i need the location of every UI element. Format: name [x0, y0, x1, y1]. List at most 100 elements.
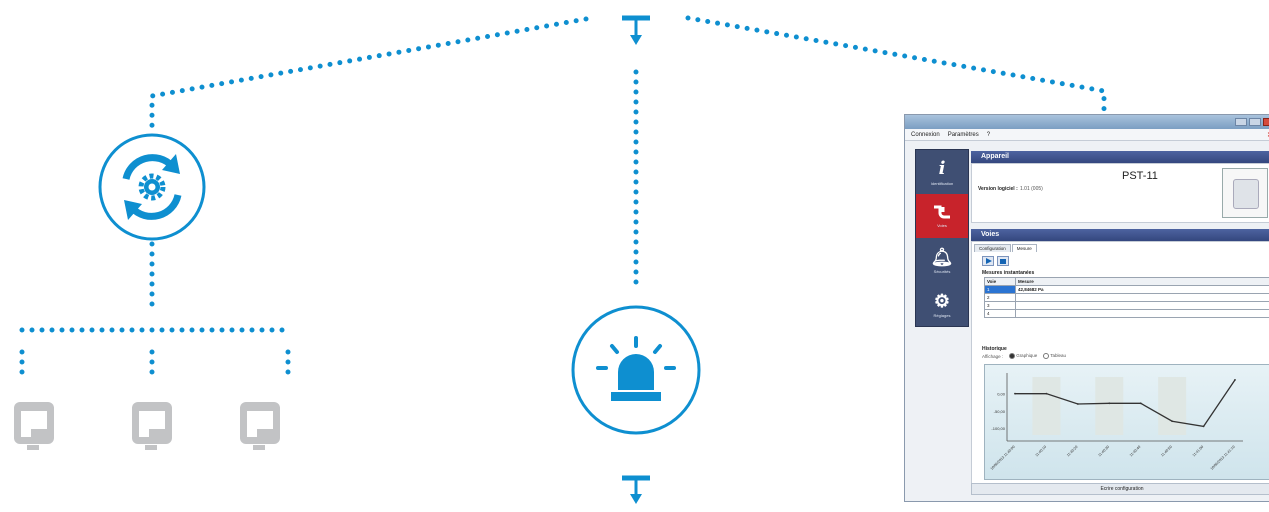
radio-tableau[interactable]: Tableau	[1043, 353, 1066, 359]
x-tick-label: 11:40:30	[1097, 445, 1110, 458]
sidebar-item-identification[interactable]: i Identification	[916, 150, 968, 194]
top-connector-icon	[622, 15, 650, 45]
history-chart: 0,00 -50,00 -100,00 10/06/2013 11:40:00 11:4…	[984, 364, 1269, 480]
x-tick-label: 11:40:10	[1035, 445, 1048, 458]
data-point	[1014, 392, 1016, 395]
menu-bar: Connexion Paramètres ? ✕	[905, 129, 1269, 141]
radio-dot	[1043, 353, 1050, 359]
version-value: 1.01 (005)	[1020, 186, 1043, 192]
sidebar-item-reglages[interactable]: ⚙ Réglages	[916, 282, 968, 326]
x-tick-label: 11:40:20	[1066, 445, 1079, 458]
cell-mesure: 42,84682 Pa	[1015, 285, 1269, 294]
menu-help[interactable]: ?	[986, 131, 991, 138]
window-close-button[interactable]	[1263, 118, 1269, 126]
x-tick-label: 11:41:00	[1192, 445, 1205, 458]
y-tick-label: 0,00	[997, 392, 1006, 397]
play-icon	[986, 258, 992, 264]
x-tick-label: 10/06/2013 11:41:10	[1210, 445, 1236, 471]
appareil-panel: PST-11 Version logiciel : 1.01 (005)	[971, 163, 1269, 223]
cell-voie: 2	[984, 293, 1016, 302]
cell-voie: 3	[984, 301, 1016, 310]
device-photo	[1222, 168, 1268, 218]
history-chart-svg: 0,00 -50,00 -100,00 10/06/2013 11:40:00 11:4…	[990, 373, 1243, 471]
display-label: Affichage :	[982, 353, 1004, 359]
x-tick-label: 11:40:50	[1160, 445, 1173, 458]
software-window: Connexion Paramètres ? ✕ i Identificatio…	[904, 114, 1269, 502]
voies-tabs: Configuration Mesure	[972, 242, 1269, 252]
menu-connexion[interactable]: Connexion	[911, 131, 940, 138]
measures-table: Voie Mesure 1 42,84682 Pa 2 3 4	[984, 277, 1269, 318]
version-label: Version logiciel :	[978, 186, 1018, 192]
bell-icon: 🔔︎	[930, 246, 954, 267]
sidebar-item-label: Sécurités	[933, 268, 951, 274]
sidebar-item-label: Voies	[937, 222, 947, 228]
radio-graphique[interactable]: Graphique	[1009, 353, 1037, 359]
write-config-button[interactable]: Ecrire configuration	[971, 483, 1269, 495]
x-tick-label: 11:40:40	[1129, 445, 1142, 458]
data-point	[1139, 402, 1142, 405]
display-mode: Affichage : Graphique Tableau	[982, 353, 1066, 359]
radio-dot	[1009, 353, 1016, 359]
table-row[interactable]: 2	[984, 293, 1269, 302]
data-point	[1202, 425, 1205, 428]
chart-band	[1032, 377, 1061, 435]
appareil-header: Appareil	[971, 151, 1269, 163]
data-point	[1234, 378, 1236, 381]
window-titlebar	[905, 115, 1269, 129]
chart-band	[1158, 377, 1187, 435]
close-icon[interactable]: ✕	[1267, 131, 1269, 139]
data-point	[1076, 403, 1079, 405]
sensor-device-icon	[240, 402, 280, 450]
start-measure-button[interactable]	[982, 256, 994, 266]
measure-toolbar	[982, 256, 1009, 266]
chart-band	[1095, 377, 1124, 435]
radio-label: Graphique	[1016, 353, 1038, 359]
data-point	[1171, 420, 1174, 423]
settings-sync-icon	[98, 133, 206, 241]
stop-measure-button[interactable]	[997, 256, 1009, 266]
stop-icon	[1000, 258, 1006, 264]
bottom-connector-icon	[622, 475, 650, 504]
cell-mesure	[1015, 293, 1269, 302]
sidebar-item-label: Réglages	[933, 312, 951, 318]
cell-voie: 4	[984, 309, 1016, 318]
table-row[interactable]: 3	[984, 301, 1269, 310]
tab-configuration[interactable]: Configuration	[974, 244, 1011, 252]
maximize-button[interactable]	[1249, 118, 1261, 126]
x-tick-label: 10/06/2013 11:40:00	[990, 445, 1016, 471]
voies-header: Voies	[971, 229, 1269, 241]
sensor-device-icon	[14, 402, 54, 450]
sidebar-item-voies[interactable]: Voies	[916, 194, 968, 238]
cell-mesure	[1015, 301, 1269, 310]
device-name: PST-11	[1122, 170, 1158, 182]
cell-mesure	[1015, 309, 1269, 318]
sidebar-item-label: Identification	[930, 180, 954, 186]
info-icon: i	[938, 157, 946, 179]
minimize-button[interactable]	[1235, 118, 1247, 126]
link-to-sync	[149, 16, 589, 133]
series-line	[1015, 379, 1236, 428]
radio-label: Tableau	[1050, 353, 1066, 359]
alarm-beacon-icon	[571, 305, 701, 435]
table-row[interactable]: 4	[984, 309, 1269, 318]
data-point	[1108, 402, 1111, 405]
instant-measures-title: Mesures instantanées	[982, 270, 1035, 276]
sensor-device-icon	[132, 402, 172, 450]
y-tick-label: -100,00	[991, 426, 1005, 431]
column-header-voie: Voie	[984, 277, 1016, 286]
column-header-mesure: Mesure	[1015, 277, 1269, 286]
y-tick-label: -50,00	[994, 409, 1006, 414]
menu-parametres[interactable]: Paramètres	[947, 131, 979, 138]
tab-mesure[interactable]: Mesure	[1011, 244, 1037, 252]
probe-icon	[934, 205, 950, 218]
cell-voie: 1	[984, 285, 1016, 294]
sidebar: i Identification Voies 🔔︎ Sécurités ⚙ Ré…	[915, 149, 969, 327]
voies-panel: Configuration Mesure Mesures instantanée…	[971, 241, 1269, 487]
sidebar-item-securites[interactable]: 🔔︎ Sécurités	[916, 238, 968, 282]
link-to-software	[685, 15, 1107, 123]
history-title: Historique	[982, 346, 1007, 352]
data-point	[1045, 392, 1048, 395]
table-row[interactable]: 1 42,84682 Pa	[984, 285, 1269, 294]
gears-icon: ⚙	[933, 290, 951, 311]
